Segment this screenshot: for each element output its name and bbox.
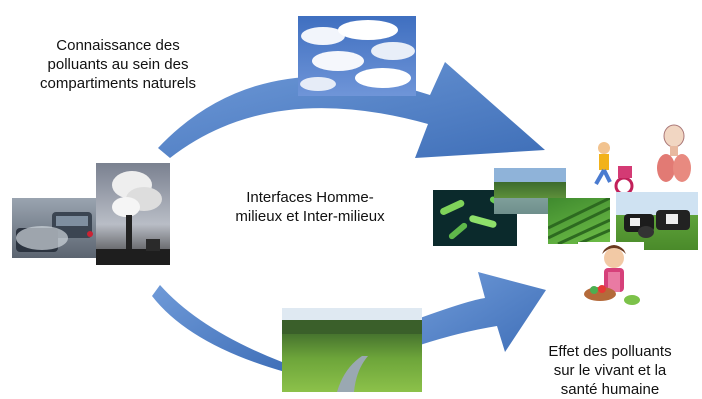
smokestack-photo <box>96 163 170 265</box>
label-effet: Effet des polluants sur le vivant et la … <box>548 343 672 398</box>
bottom-left-arrow <box>152 285 285 372</box>
traffic-photo <box>12 198 98 258</box>
cows-photo <box>616 192 698 250</box>
label-connaissance: Connaissance des polluants au sein des c… <box>40 37 196 92</box>
crops-photo <box>548 198 610 244</box>
bottom-right-arrow <box>420 272 546 352</box>
salad-woman-photo <box>578 242 644 312</box>
anatomy-photo <box>652 124 696 188</box>
river-meadow-photo <box>282 308 422 392</box>
clouds-photo <box>298 16 416 96</box>
label-interfaces: Interfaces Homme-milieux et Inter-milieu… <box>235 189 385 225</box>
cyclist-photo <box>582 138 644 196</box>
top-arc-arrow <box>158 62 545 158</box>
